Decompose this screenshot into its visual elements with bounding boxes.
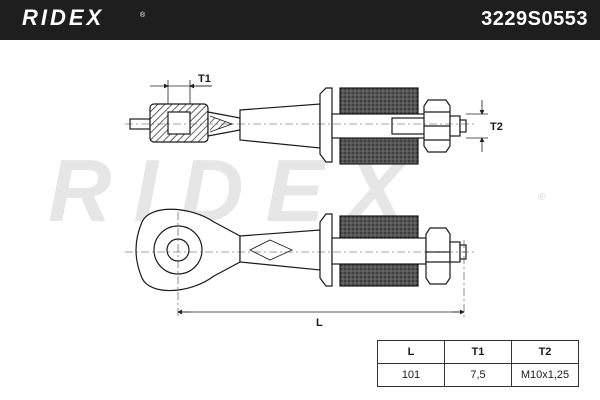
bottom-view — [135, 208, 467, 292]
stud-end-top — [449, 115, 461, 137]
t2-dimension — [466, 100, 488, 152]
spec-table: L T1 T2 101 7,5 M10x1,25 — [377, 340, 579, 387]
spec-header-t1: T1 — [444, 340, 512, 364]
spec-value-t2: M10x1,25 — [511, 363, 579, 387]
nut-bottom — [425, 227, 451, 285]
top-view — [129, 87, 467, 165]
bushing-bottom — [339, 137, 419, 165]
joint-inner — [167, 111, 191, 135]
center-rod-b — [331, 237, 427, 265]
t1-dimension — [150, 80, 212, 104]
part-number: 3229S0553 — [481, 8, 588, 30]
link-body — [239, 103, 321, 149]
spec-header-l: L — [377, 340, 445, 364]
header-bar: RIDEX ® 3229S0553 — [0, 0, 600, 40]
spec-value-row: 101 7,5 M10x1,25 — [377, 363, 579, 387]
watermark-registered-mark: ® — [538, 192, 546, 203]
bushing-top — [339, 87, 419, 115]
flange — [319, 87, 333, 163]
spec-value-l: 101 — [377, 363, 445, 387]
spec-value-t1: 7,5 — [444, 363, 512, 387]
bushing-bottom-b — [339, 263, 419, 287]
l-label: L — [316, 317, 323, 329]
bushing-top-b — [339, 215, 419, 239]
t2-label: T2 — [490, 121, 503, 133]
spec-header-row: L T1 T2 — [377, 340, 579, 364]
flange-bottom — [319, 213, 333, 287]
spec-header-t2: T2 — [511, 340, 579, 364]
brand-registered-mark: ® — [140, 12, 146, 19]
brand-logo: RIDEX — [22, 5, 105, 30]
t1-label: T1 — [198, 73, 211, 85]
